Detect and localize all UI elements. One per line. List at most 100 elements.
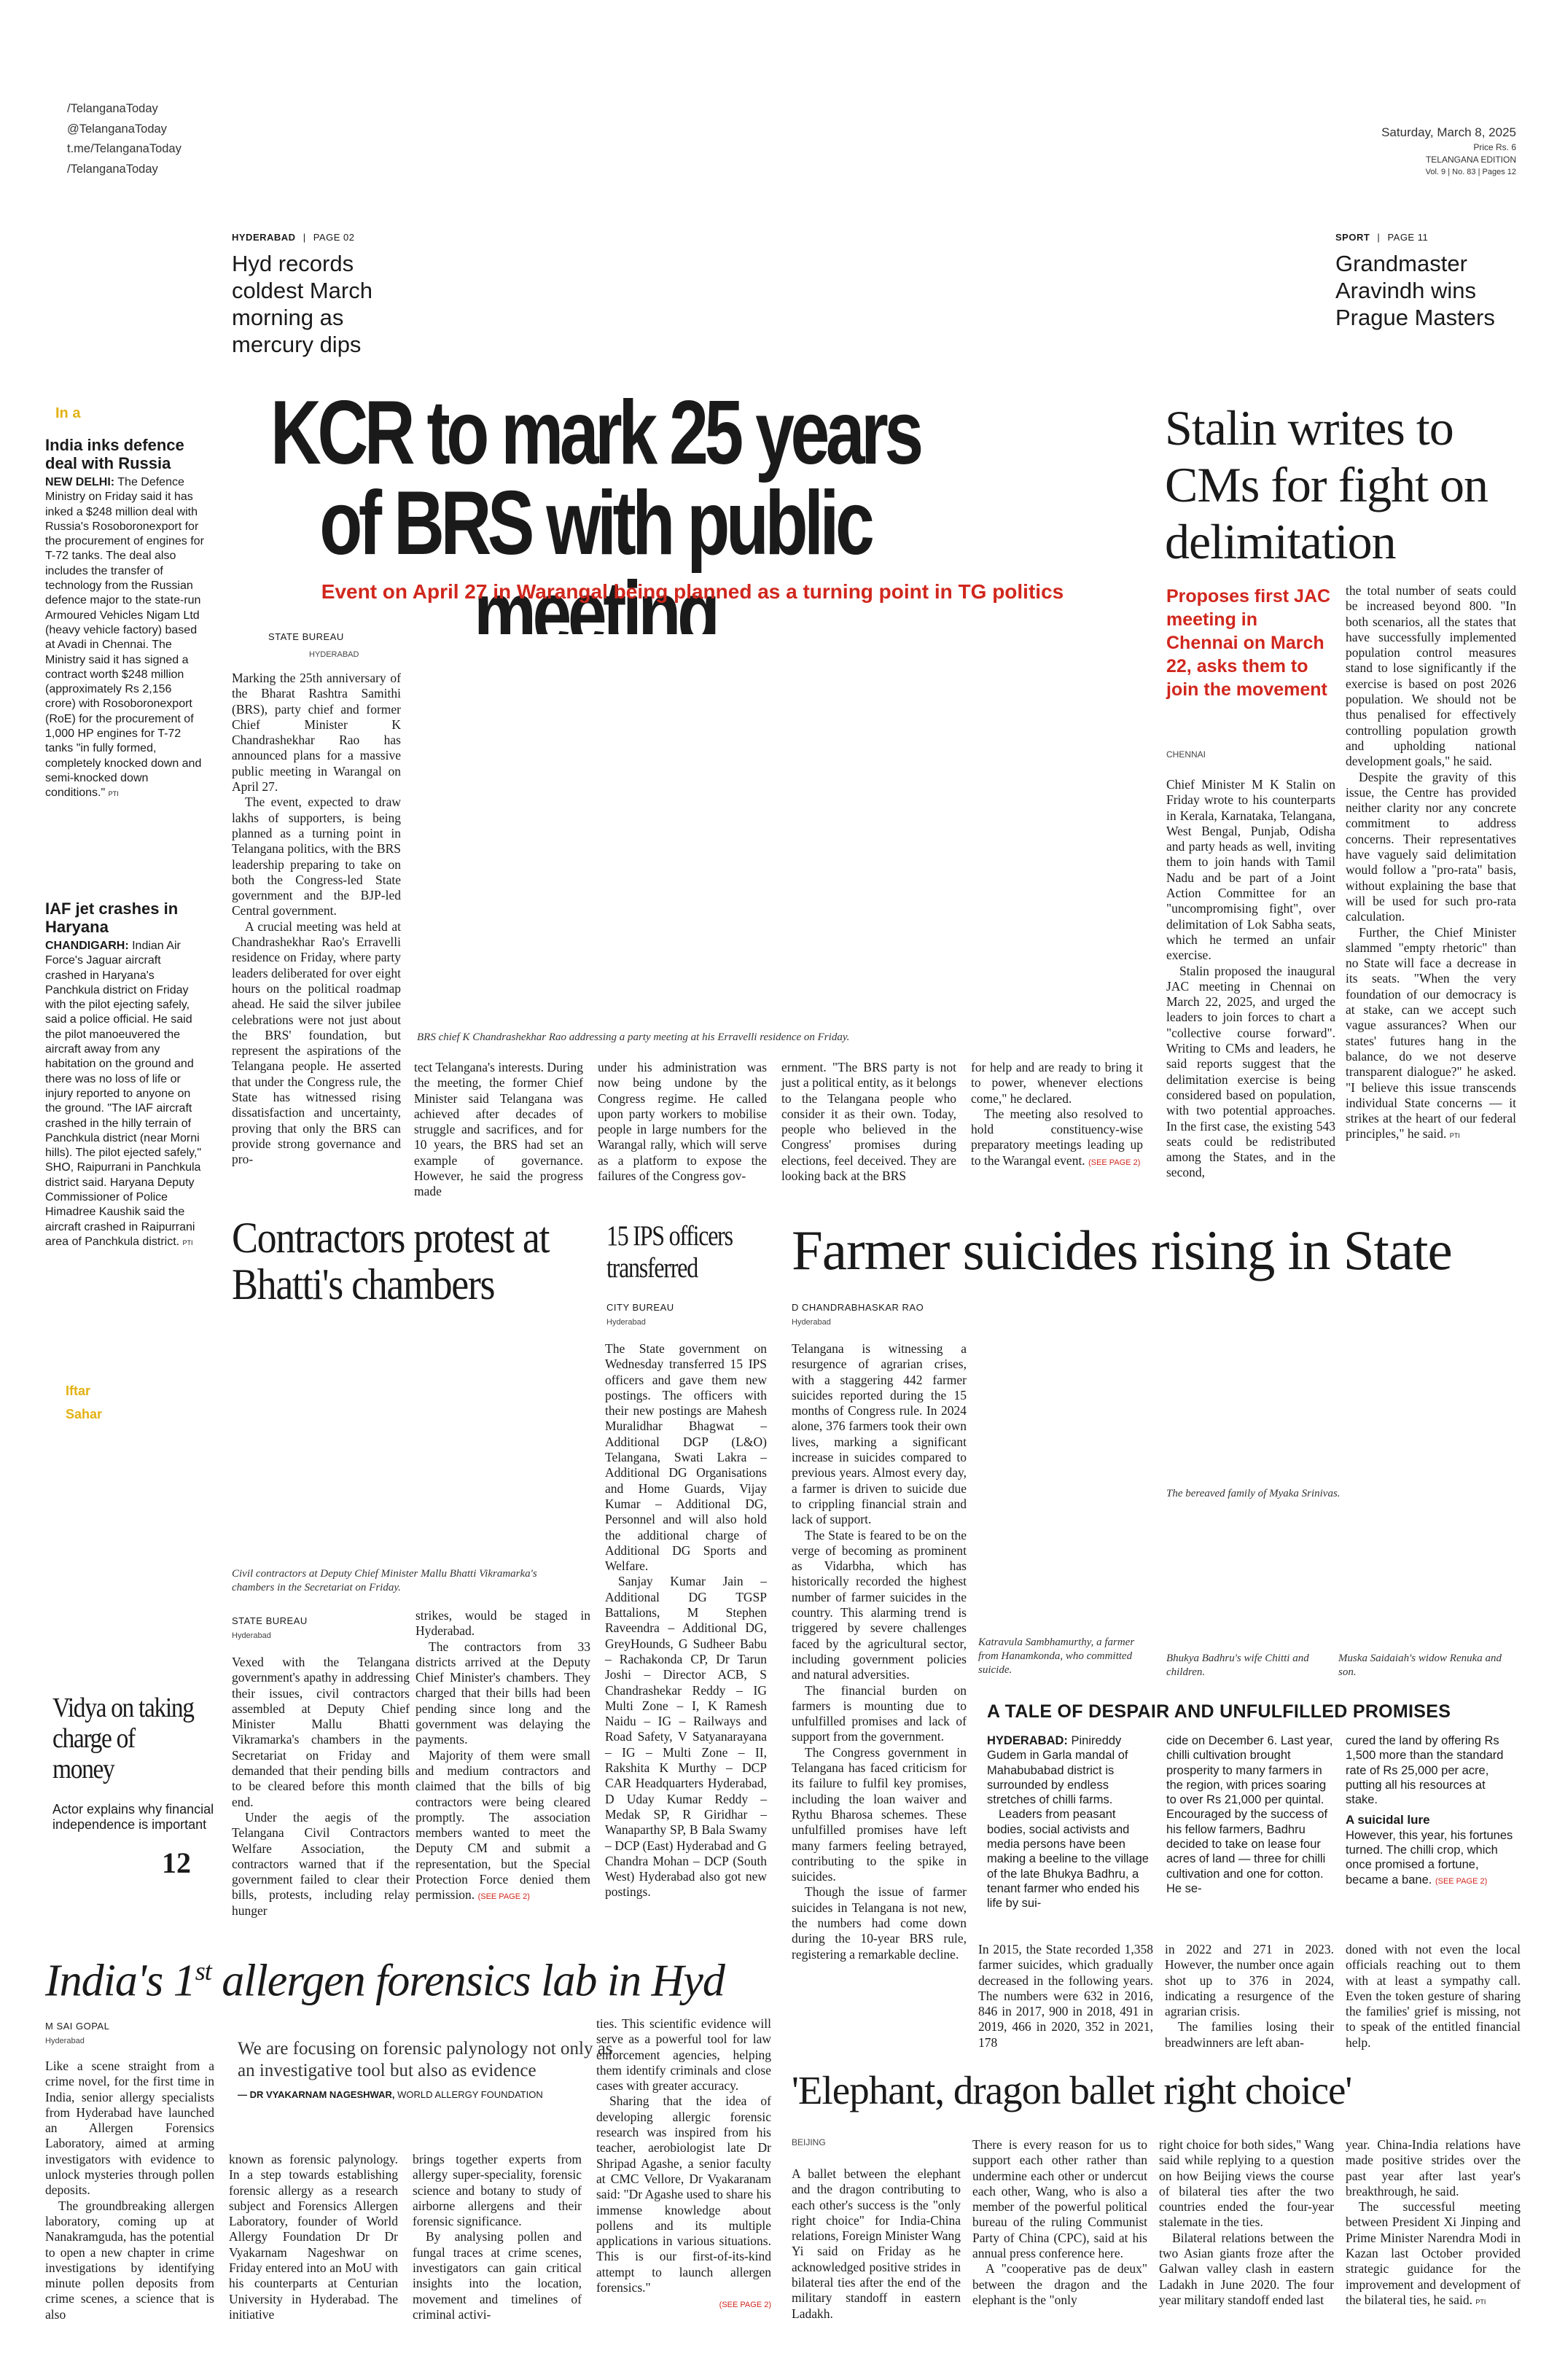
contractors-col-1-para-1: Vexed with the Telangana government's ap… xyxy=(232,1655,410,1809)
elephant-col-2-para-1: There is every reason for us to support … xyxy=(972,2137,1147,2261)
farmer-col-1: Telangana is witnessing a resurgence of … xyxy=(792,1341,967,1962)
tale-col-2: cide on December 6. Last year, chilli cu… xyxy=(1166,1733,1335,1896)
lead-col-3-para: under his administration was now being u… xyxy=(598,1060,767,1184)
contractors-col-2-para-3: Majority of them were small and medium c… xyxy=(415,1748,590,1905)
stalin-place: CHENNAI xyxy=(1166,749,1206,760)
sahar-label: Sahar xyxy=(66,1407,103,1421)
teaser-right-section: SPORT xyxy=(1335,232,1370,243)
allergen-headline-pre: India's 1 xyxy=(45,1956,196,2006)
contractors-col-2-text: Majority of them were small and medium c… xyxy=(415,1747,590,1903)
inbrief-item-2-dateline: CHANDIGARH: xyxy=(45,940,129,952)
lead-col-5: for help and are ready to bring it to po… xyxy=(971,1060,1143,1171)
teaser-left[interactable]: HYDERABAD | PAGE 02 Hyd records coldest … xyxy=(232,232,472,358)
stalin-col-2-para-3: Further, the Chief Minister slammed "emp… xyxy=(1346,925,1516,1144)
farmer-photo-1 xyxy=(978,1509,1153,1626)
lead-col-2-para: tect Telangana's interests. During the m… xyxy=(414,1060,583,1199)
lead-byline: STATE BUREAU xyxy=(268,631,344,642)
lead-col-1-para-2: The event, expected to draw lakhs of sup… xyxy=(232,795,401,918)
contractors-col-2-para-1: strikes, would be staged in Hyderabad. xyxy=(415,1608,590,1639)
farmer-col-3-para-2: The families losing their breadwinners a… xyxy=(1165,2019,1334,2050)
pull-quote-text: We are focusing on forensic palynology n… xyxy=(238,2039,613,2080)
inbrief-item-2: IAF jet crashes in Haryana CHANDIGARH: I… xyxy=(45,900,204,1250)
elephant-col-4-para-2: The successful meeting between President… xyxy=(1346,2199,1521,2310)
tale-col-1-para-2: Leaders from peasant bodies, social acti… xyxy=(987,1808,1149,1911)
ips-place: Hyderabad xyxy=(606,1318,646,1327)
ips-col: The State government on Wednesday transf… xyxy=(605,1341,767,1900)
teaser-right[interactable]: SPORT | PAGE 11 Grandmaster Aravindh win… xyxy=(1335,232,1525,331)
stalin-col-2-para-2: Despite the gravity of this issue, the C… xyxy=(1346,769,1516,924)
farmer-col-1-para-1: Telangana is witnessing a resurgence of … xyxy=(792,1341,967,1527)
inbrief-item-1-dateline: NEW DELHI: xyxy=(45,476,115,488)
stalin-col-1-para-1: Chief Minister M K Stalin on Friday wrot… xyxy=(1166,777,1335,963)
social-telegram[interactable]: t.me/TelanganaToday xyxy=(67,142,182,155)
stalin-col-1: Chief Minister M K Stalin on Friday wrot… xyxy=(1166,777,1335,1181)
allergen-col-1: Like a scene straight from a crime novel… xyxy=(45,2059,214,2322)
social-twitter[interactable]: @TelanganaToday xyxy=(67,122,167,136)
teaser-left-section: HYDERABAD xyxy=(232,232,296,243)
tale-col-3-text: However, this year, his fortunes turned.… xyxy=(1346,1828,1513,1887)
elephant-headline: 'Elephant, dragon ballet right choice' xyxy=(792,2068,1352,2112)
stalin-deck: Proposes first JAC meeting in Chennai on… xyxy=(1166,586,1331,700)
farmer-col-2-para: In 2015, the State recorded 1,358 farmer… xyxy=(978,1942,1153,2050)
lead-see-page[interactable]: (SEE PAGE 2) xyxy=(1088,1158,1141,1167)
tale-dateline: HYDERABAD: xyxy=(987,1734,1068,1747)
farmer-photo-2-caption: Bhukya Badhru's wife Chitti and children… xyxy=(1166,1653,1309,1678)
tale-col-3-para-1: cured the land by offering Rs 1,500 more… xyxy=(1346,1734,1504,1807)
allergen-see-page[interactable]: (SEE PAGE 2) xyxy=(719,2301,771,2310)
vidya-teaser[interactable]: Vidya on taking charge of money Actor ex… xyxy=(52,1693,220,1880)
tale-col-1: HYDERABAD: Pinireddy Gudem in Garla mand… xyxy=(987,1733,1156,1911)
lead-col-5-para-1: for help and are ready to bring it to po… xyxy=(971,1060,1143,1106)
contractors-byline: STATE BUREAU xyxy=(232,1615,308,1626)
farmer-place: Hyderabad xyxy=(792,1318,831,1327)
teaser-right-title: Grandmaster Aravindh wins Prague Masters xyxy=(1335,251,1495,330)
inbrief-item-2-body: Indian Air Force's Jaguar aircraft crash… xyxy=(45,940,202,1248)
social-facebook[interactable]: /TelanganaToday xyxy=(67,102,158,115)
ips-para-1: The State government on Wednesday transf… xyxy=(605,1341,767,1574)
stalin-col-2-para-1: the total number of seats could be incre… xyxy=(1346,583,1516,769)
inbrief-item-1-credit: PTI xyxy=(108,790,119,798)
inbrief-item-1: India inks defence deal with Russia NEW … xyxy=(45,436,204,802)
lead-col-3: under his administration was now being u… xyxy=(598,1060,767,1184)
tale-col-3-para-2: However, this year, his fortunes turned.… xyxy=(1346,1828,1521,1889)
stalin-col-2: the total number of seats could be incre… xyxy=(1346,583,1516,1144)
inbrief-item-2-title: IAF jet crashes in Haryana xyxy=(45,900,179,936)
edition-info: Saturday, March 8, 2025 Price Rs. 6 TELA… xyxy=(1381,124,1516,178)
pull-quote-author: — DR VYAKARNAM NAGESHWAR, xyxy=(238,2089,395,2100)
vidya-desc: Actor explains why financial independenc… xyxy=(52,1802,214,1832)
teaser-left-page: PAGE 02 xyxy=(313,232,355,243)
elephant-credit: PTI xyxy=(1475,2298,1486,2306)
tale-subhead: A suicidal lure xyxy=(1346,1813,1430,1827)
inbrief-item-1-title: India inks defence deal with Russia xyxy=(45,436,184,472)
inbrief-item-2-credit: PTI xyxy=(182,1238,193,1246)
elephant-col-1: A ballet between the elephant and the dr… xyxy=(792,2166,961,2322)
social-instagram[interactable]: /TelanganaToday xyxy=(67,162,158,176)
ips-headline: 15 IPS officers transferred xyxy=(606,1220,733,1284)
stalin-col-1-para-2: Stalin proposed the inaugural JAC meetin… xyxy=(1166,963,1335,1180)
allergen-col-3-para-1: brings together experts from allergy sup… xyxy=(413,2152,582,2229)
allergen-col-1-para-2: The groundbreaking allergen laboratory, … xyxy=(45,2198,214,2322)
lead-col-4: ernment. "The BRS party is not just a po… xyxy=(781,1060,956,1184)
contractors-headline: Contractors protest at Bhatti's chambers xyxy=(232,1214,550,1308)
allergen-col-2-para: known as forensic palynology. In a step … xyxy=(229,2152,398,2322)
contractors-see-page[interactable]: (SEE PAGE 2) xyxy=(477,1892,530,1902)
elephant-col-3-para-1: right choice for both sides," Wang said … xyxy=(1159,2137,1334,2230)
allergen-col-2: known as forensic palynology. In a step … xyxy=(229,2152,398,2322)
farmer-photo-1-caption: Katravula Sambhamurthy, a farmer from Ha… xyxy=(978,1636,1135,1676)
allergen-col-4-para-1: ties. This scientific evidence will serv… xyxy=(596,2016,771,2094)
contractors-place: Hyderabad xyxy=(232,1631,271,1640)
lead-photo-caption: BRS chief K Chandrashekhar Rao addressin… xyxy=(417,1031,850,1043)
elephant-col-4-text: The successful meeting between President… xyxy=(1346,2199,1521,2307)
allergen-col-3: brings together experts from allergy sup… xyxy=(413,2152,582,2322)
tale-headline: A TALE OF DESPAIR AND UNFULFILLED PROMIS… xyxy=(987,1701,1451,1722)
allergen-pull-quote: We are focusing on forensic palynology n… xyxy=(238,2038,617,2100)
contractors-photo xyxy=(232,1319,596,1560)
elephant-col-4: year. China-India relations have made po… xyxy=(1346,2137,1521,2310)
contractors-col-1-para-2: Under the aegis of the Telangana Civil C… xyxy=(232,1809,410,1918)
lead-col-1-para-1: Marking the 25th anniversary of the Bhar… xyxy=(232,671,401,795)
tale-col-3: cured the land by offering Rs 1,500 more… xyxy=(1346,1733,1521,1889)
edition-name: TELANGANA EDITION xyxy=(1425,155,1516,165)
tale-see-page[interactable]: (SEE PAGE 2) xyxy=(1435,1876,1488,1886)
lead-col-5-para-2: The meeting also resolved to hold consti… xyxy=(971,1107,1143,1171)
elephant-col-3: right choice for both sides," Wang said … xyxy=(1159,2137,1334,2308)
contractors-col-1: Vexed with the Telangana government's ap… xyxy=(232,1655,410,1919)
